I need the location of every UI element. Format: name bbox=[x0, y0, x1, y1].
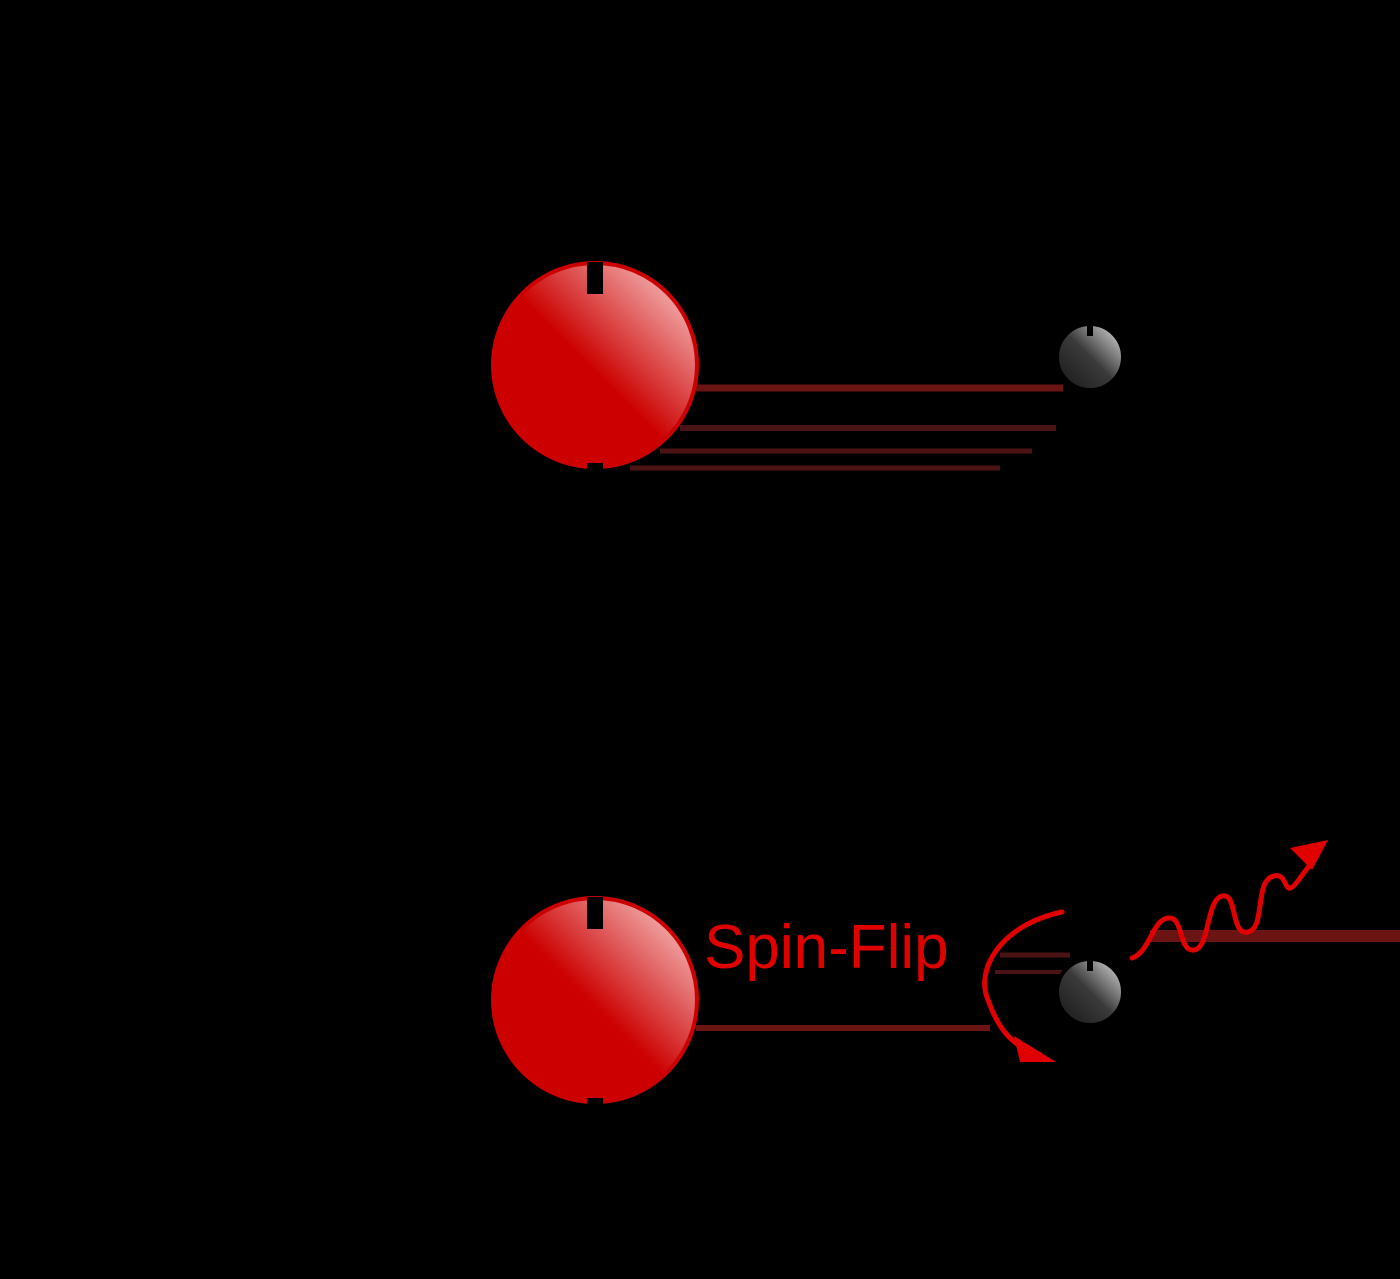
arrow-head-icon bbox=[1014, 1036, 1056, 1062]
electron-spin-marker bbox=[1087, 958, 1093, 971]
proton-spin-up-marker bbox=[587, 897, 603, 929]
photon-wave bbox=[1129, 859, 1315, 961]
electron-spin-up-marker bbox=[1087, 323, 1093, 336]
proton-spin-up-marker bbox=[587, 262, 603, 294]
proton-bottom-notch bbox=[587, 1098, 603, 1106]
spin-flip-arrow bbox=[982, 909, 1065, 1062]
photon-arrow-head-icon bbox=[1290, 840, 1328, 870]
lower-state-group: Spin-Flip bbox=[491, 840, 1400, 1106]
electron-lower bbox=[1055, 957, 1125, 1027]
spin-flip-label: Spin-Flip bbox=[704, 913, 949, 982]
photon-emission bbox=[1129, 840, 1328, 961]
lower-field-lines bbox=[696, 930, 1400, 1031]
proton-bottom-notch bbox=[587, 463, 603, 471]
upper-state-group bbox=[491, 261, 1125, 471]
proton-upper bbox=[491, 261, 699, 471]
curved-arrow-shaft bbox=[982, 909, 1065, 1055]
proton-lower bbox=[491, 896, 699, 1106]
electron-upper bbox=[1055, 322, 1125, 392]
upper-field-lines bbox=[630, 384, 1063, 471]
